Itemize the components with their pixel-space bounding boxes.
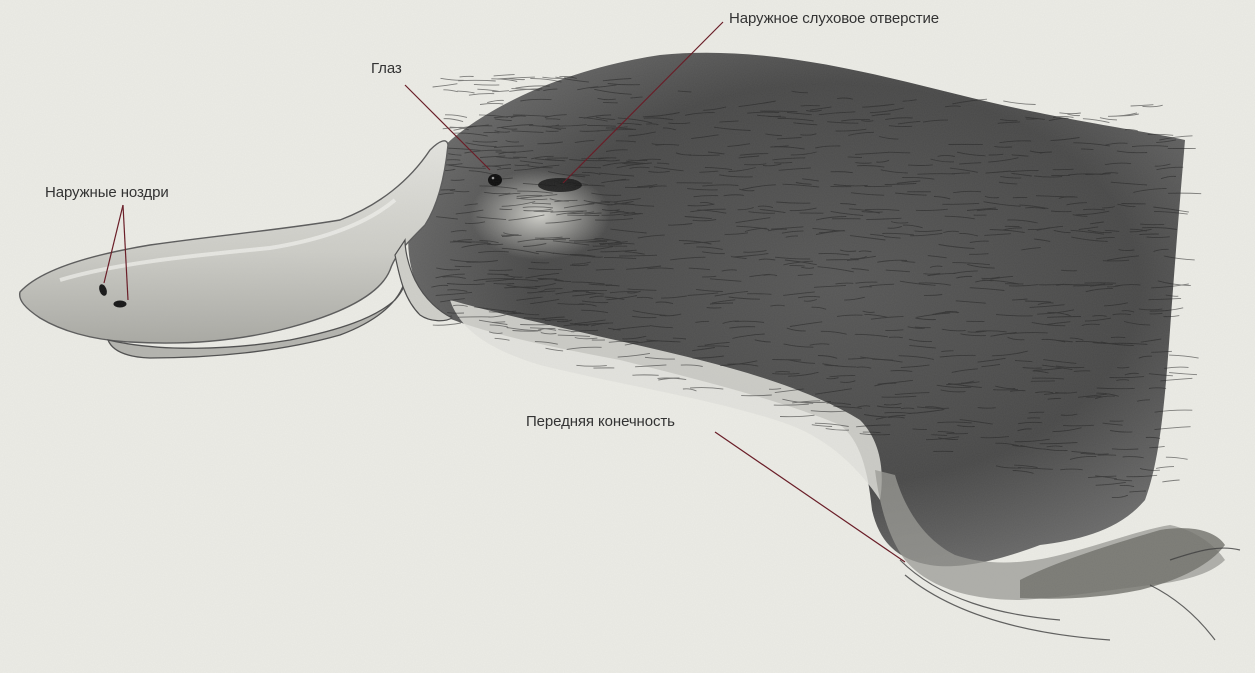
label-nostrils: Наружные ноздри — [45, 184, 169, 202]
label-forelimb: Передняя конечность — [526, 413, 675, 431]
label-eye: Глаз — [371, 60, 402, 78]
label-ear-opening: Наружное слуховое отверстие — [729, 10, 939, 28]
